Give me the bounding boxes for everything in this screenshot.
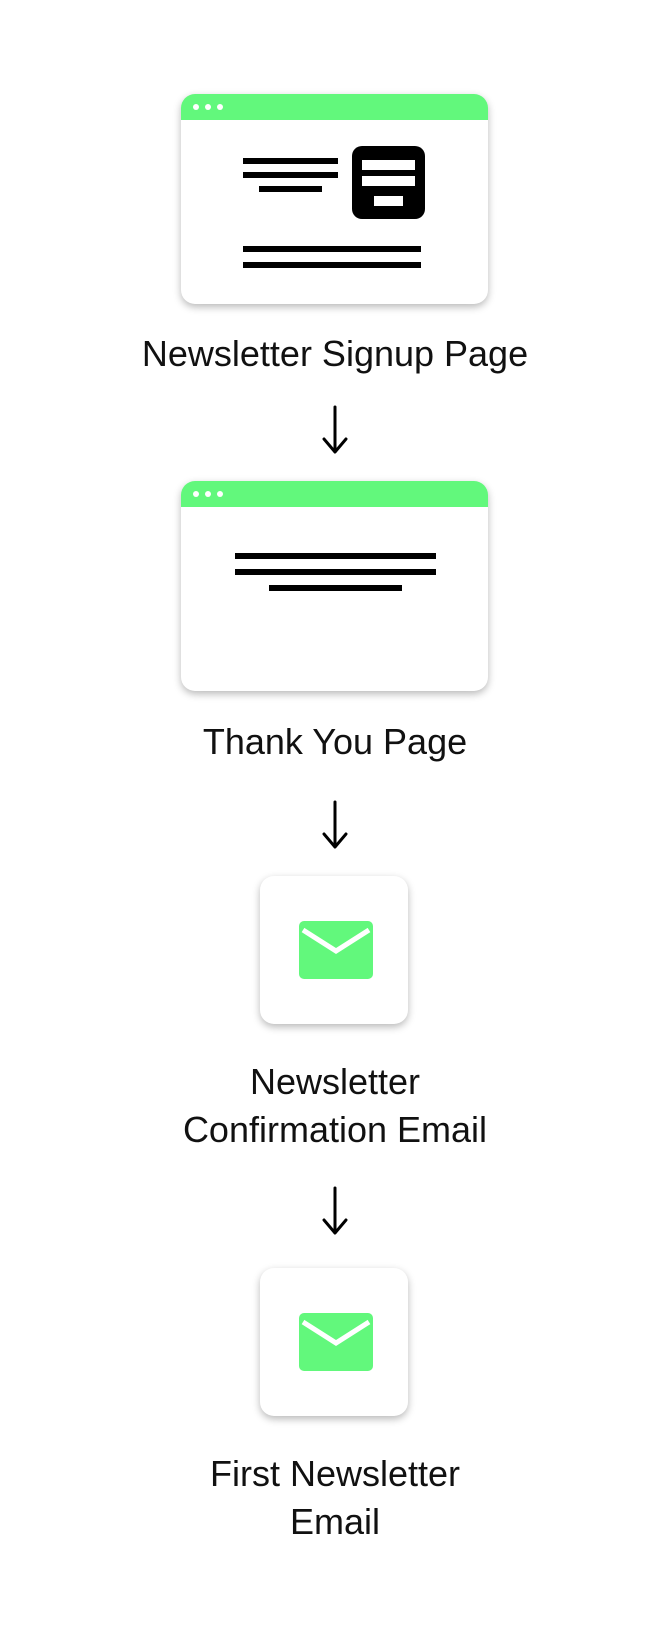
first-newsletter-email-icon [260,1268,408,1416]
text-line [243,158,338,164]
text-line [243,262,421,268]
step-label-signup-page: Newsletter Signup Page [141,333,529,374]
confirmation-email-icon [260,876,408,1024]
text-line [235,569,436,575]
step-label-thank-you-page: Thank You Page [202,721,468,762]
signup-form-icon [352,146,425,219]
label-line: First Newsletter [209,1453,461,1494]
down-arrow-icon [322,405,348,454]
envelope-icon [299,1313,373,1371]
text-line [269,585,402,591]
envelope-icon [299,921,373,979]
label-line: Email [289,1501,381,1542]
signup-page-icon [181,94,488,304]
window-dot [193,104,199,110]
text-line [243,172,338,178]
window-dot [193,491,199,497]
form-field [362,176,415,186]
label-line: Newsletter [249,1061,421,1102]
browser-title-bar [181,94,488,120]
window-dot [205,104,211,110]
step-label-confirmation-email: Newsletter Confirmation Email [0,1058,670,1154]
window-dot [205,491,211,497]
down-arrow-icon [322,800,348,849]
browser-title-bar [181,481,488,507]
window-dot [217,104,223,110]
window-dot [217,491,223,497]
form-button [374,196,403,206]
text-line [243,246,421,252]
step-label-first-newsletter-email: First Newsletter Email [0,1450,670,1546]
thank-you-page-icon [181,481,488,691]
label-line: Confirmation Email [182,1109,488,1150]
text-line [259,186,322,192]
form-field [362,160,415,170]
text-line [235,553,436,559]
down-arrow-icon [322,1186,348,1235]
